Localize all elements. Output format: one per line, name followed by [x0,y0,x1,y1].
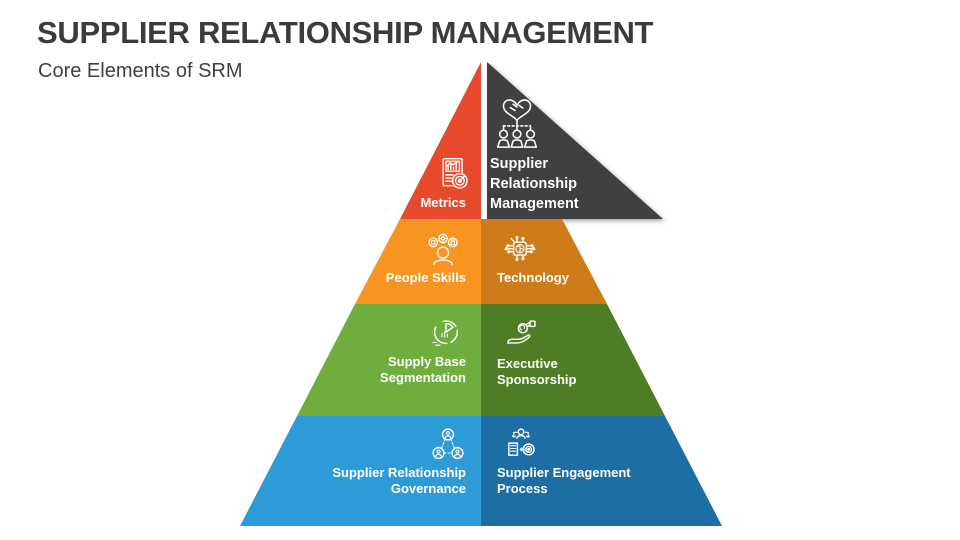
slide-title: SUPPLIER RELATIONSHIP MANAGEMENT [37,15,654,50]
technology-label-block: Technology [497,233,569,286]
tier-executive-right [481,304,665,416]
network-people-icon [432,428,464,460]
hand-money-icon [507,320,536,344]
srm-apex-label: Supplier Relationship Management [490,156,579,212]
people-skills-label: People Skills [385,270,466,285]
governance-label: Supplier Relationship Governance [332,465,466,496]
governance-label-block: Supplier Relationship Governance [332,426,466,497]
srm-apex-label-block: Supplier Relationship Management [490,96,579,214]
people-skills-icon [428,233,458,266]
engagement-label: Supplier Engagement Process [497,465,631,496]
partnership-team-icon [496,99,538,148]
slide-subtitle: Core Elements of SRM [38,60,243,82]
technology-label: Technology [497,270,569,285]
metrics-label-block: Metrics [420,156,468,211]
metrics-chart-target-icon [442,157,468,189]
pie-segmentation-icon [432,320,458,346]
metrics-label: Metrics [420,195,466,210]
technology-chip-icon [504,235,536,262]
executive-label: Executive Sponsorship [497,356,577,387]
srm-dark-triangle [487,62,663,219]
engagement-label-block: Supplier Engagement Process [497,426,631,497]
people-skills-label-block: People Skills [386,233,466,286]
tier-engagement-right [481,416,722,526]
supply-base-label: Supply Base Segmentation [380,354,466,385]
engagement-process-icon [508,428,535,456]
tier-governance-left [240,416,481,526]
executive-label-block: Executive Sponsorship [497,317,576,388]
supply-base-label-block: Supply Base Segmentation [380,315,466,386]
